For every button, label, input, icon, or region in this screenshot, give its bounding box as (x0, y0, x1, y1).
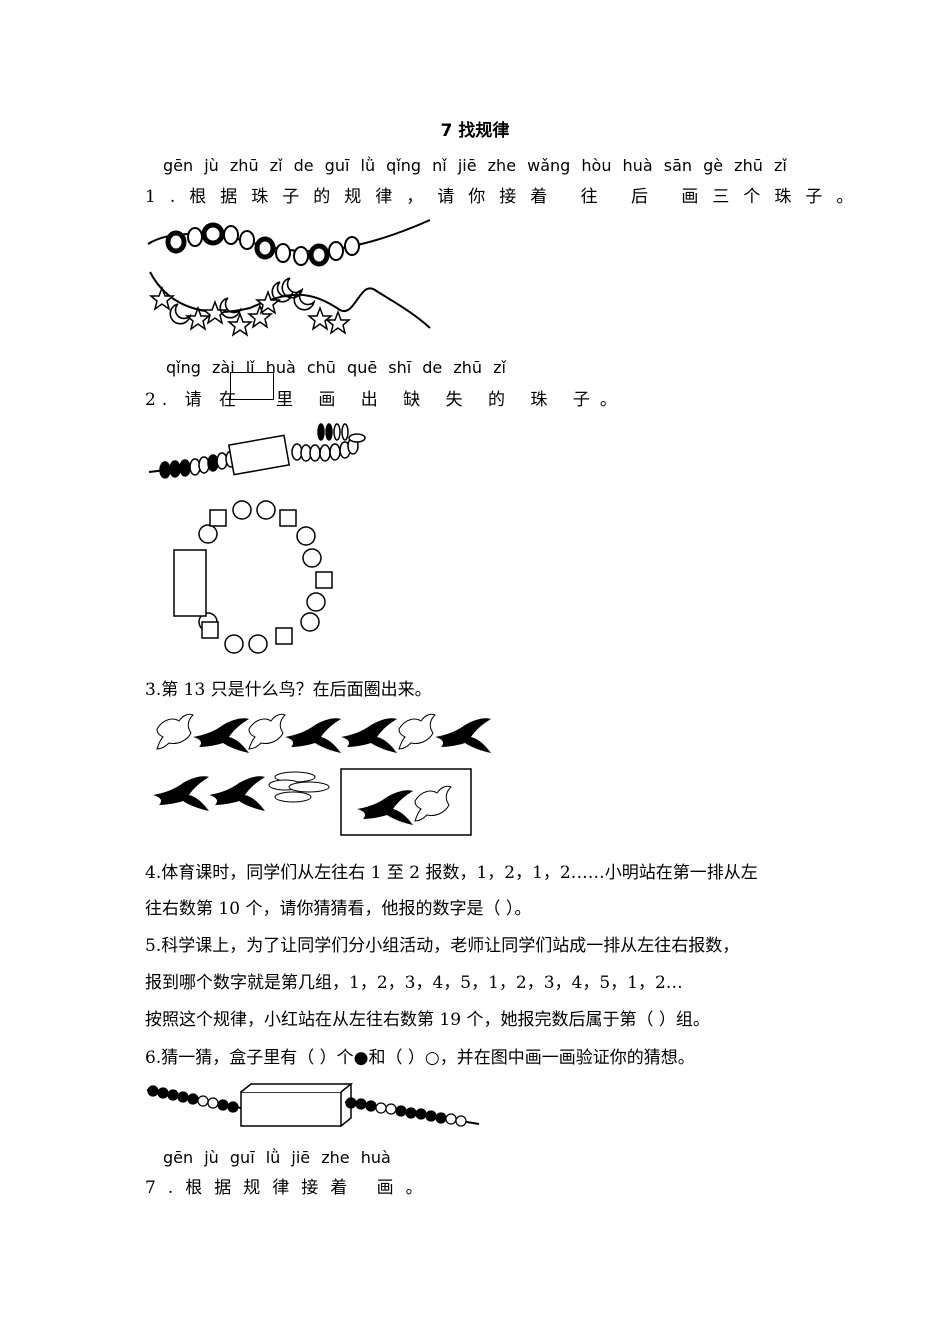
q1-bead-string-illustration (147, 219, 431, 337)
q6-bead-box-illustration (146, 1083, 480, 1127)
q1-text: 1.根据珠子的规律，请你接着 往 后 画三个珠子。 (145, 187, 868, 207)
q2-bead-string-illustration (148, 423, 366, 479)
q2-pinyin: qǐng zài lǐ huà chū quē shī de zhū zǐ (166, 358, 506, 377)
q4-line2: 往右数第 10 个，请你猜猜看，他报的数字是（ ）。 (145, 899, 532, 919)
q5-line2: 报到哪个数字就是第几组，1，2，3，4，5，1，2，3，4，5，1，2… (145, 973, 683, 993)
q3-birds-illustration (153, 713, 491, 836)
q6-text: 6.猜一猜，盒子里有（ ）个●和（ ）○，并在图中画一画验证你的猜想。 (145, 1048, 695, 1068)
page-title: 7 找规律 (440, 121, 510, 141)
q2-bead-ring-illustration (173, 500, 333, 654)
q4-line1: 4.体育课时，同学们从左往右 1 至 2 报数，1，2，1，2……小明站在第一排… (145, 863, 758, 883)
q2-text-a: 2. 请 在 (145, 390, 243, 410)
q5-line1: 5.科学课上，为了让同学们分小组活动，老师让同学们站成一排从左往右报数， (145, 936, 740, 956)
q1-pinyin: gēn jù zhū zǐ de guī lǜ qǐng nǐ jiē zhe … (163, 156, 787, 175)
q2-text-b: 里 画 出 缺 失 的 珠 子。 (276, 390, 627, 410)
q3-text: 3.第 13 只是什么鸟？在后面圈出来。 (145, 680, 432, 700)
q7-text: 7.根据规律接着 画。 (145, 1178, 435, 1198)
q2-answer-box-icon (230, 372, 274, 400)
q5-line3: 按照这个规律，小红站在从左往右数第 19 个，她报完数后属于第（ ）组。 (145, 1010, 710, 1030)
q7-pinyin: gēn jù guī lǜ jiē zhe huà (163, 1148, 391, 1167)
